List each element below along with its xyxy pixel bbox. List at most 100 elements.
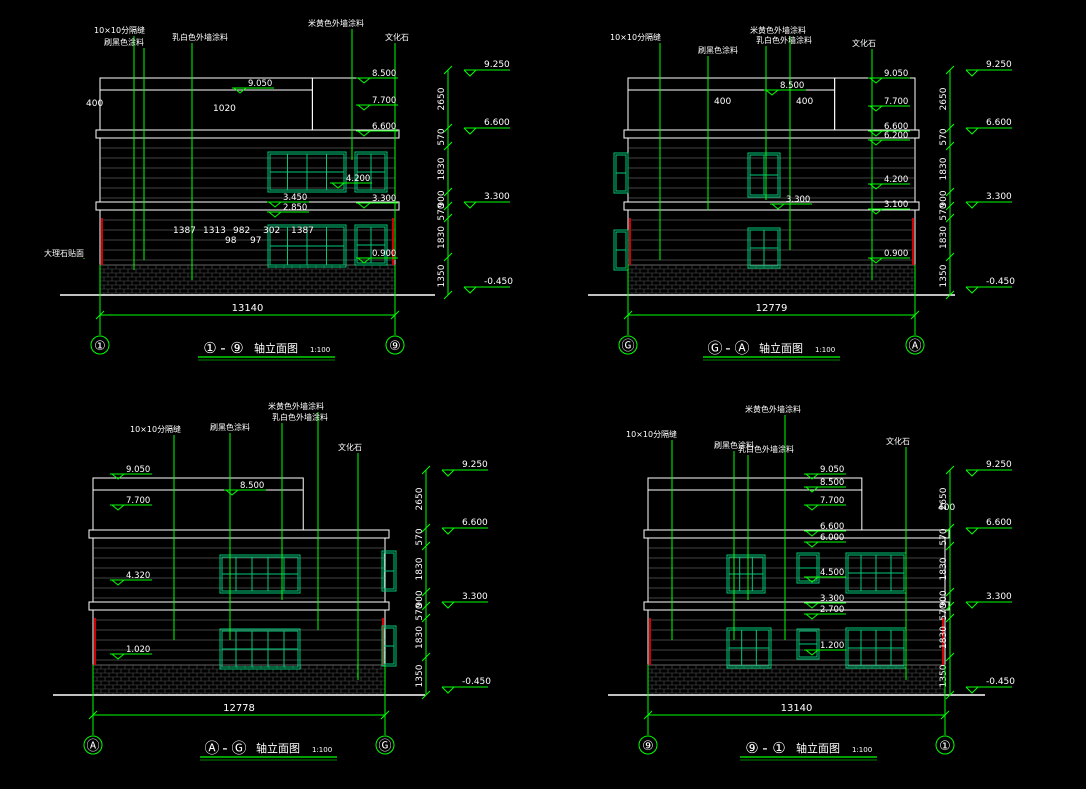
vertical-dimension: 1830	[939, 226, 949, 249]
level-triangle	[357, 77, 371, 84]
level-label: 9.050	[820, 465, 844, 475]
window	[726, 554, 766, 594]
dim-tick	[945, 601, 955, 611]
dim-tick	[443, 290, 453, 300]
window	[267, 224, 347, 268]
window-frame	[381, 550, 397, 592]
window	[354, 224, 388, 266]
window-frame	[219, 628, 301, 670]
vertical-dimension: 2650	[939, 487, 949, 510]
level-label: 3.300	[786, 195, 810, 205]
dim-tick	[443, 187, 453, 197]
dim-tick	[421, 652, 431, 662]
level-label: 3.300	[820, 594, 844, 604]
dim-tick	[945, 187, 955, 197]
material-note: 文化石	[852, 38, 876, 48]
level-triangle	[805, 613, 819, 620]
elevation-1-9: 10×10分隔缝刷黑色涂料乳白色外墙涂料米黄色外墙涂料文化石大理石贴面9.050…	[44, 18, 513, 361]
vertical-dimension: 900	[939, 190, 949, 207]
title-axis-left: ⑨	[745, 739, 758, 757]
level-triangle	[111, 653, 125, 660]
right-level-triangle	[965, 601, 979, 609]
window-frame	[796, 552, 820, 584]
small-dimension: 302	[263, 226, 280, 236]
window-frame	[354, 151, 388, 193]
right-level-triangle	[463, 286, 477, 294]
title-dash: -	[220, 339, 225, 357]
material-note: 10×10分隔缝	[130, 424, 181, 434]
dim-tick	[443, 141, 453, 151]
vertical-dimension: 1350	[415, 664, 425, 687]
level-label: 6.600	[820, 522, 844, 532]
axis-bubble	[83, 735, 103, 755]
level-triangle	[357, 130, 371, 137]
level-label: 6.000	[820, 533, 844, 543]
overall-width-dimension: 12779	[756, 303, 788, 314]
axis-label: ⑨	[642, 739, 654, 754]
vertical-dimension: 900	[939, 590, 949, 607]
small-dimension: 1387	[173, 226, 196, 236]
small-dimension: 1387	[291, 226, 314, 236]
title-axis-left: Ⓖ	[707, 339, 722, 357]
level-label: 9.050	[884, 69, 908, 79]
level-label: 8.500	[780, 81, 804, 91]
small-dimension: 400	[86, 99, 103, 109]
axis-label: Ⓐ	[908, 339, 921, 354]
right-level-label: 9.250	[986, 60, 1012, 70]
right-level-label: 6.600	[484, 118, 510, 128]
material-note: 米黄色外墙涂料	[268, 401, 324, 411]
material-note: 10×10分隔缝	[94, 25, 145, 35]
material-note: 刷黑色涂料	[210, 422, 250, 432]
window-frame	[747, 152, 781, 198]
small-dimension: 400	[714, 97, 731, 107]
right-level-label: 9.250	[484, 60, 510, 70]
right-level-triangle	[965, 286, 979, 294]
right-level-label: 3.300	[462, 592, 488, 602]
right-level-triangle	[441, 686, 455, 694]
level-triangle	[805, 530, 819, 537]
vertical-dimension: 2650	[437, 87, 447, 110]
level-label: 0.900	[884, 249, 908, 259]
vertical-dimension: 570	[437, 203, 447, 220]
level-label: 6.200	[884, 131, 908, 141]
material-note: 大理石贴面	[44, 248, 84, 258]
dim-tick	[421, 465, 431, 475]
dim-tick	[945, 613, 955, 623]
level-label: 8.500	[820, 478, 844, 488]
axis-label: Ⓖ	[621, 339, 634, 354]
vertical-dimension: 1830	[437, 157, 447, 180]
window-frame	[726, 554, 766, 594]
level-triangle	[805, 473, 819, 480]
axis-label: Ⓖ	[378, 739, 391, 754]
right-level-triangle	[463, 201, 477, 209]
window-frame	[354, 224, 388, 266]
small-dimension: 1313	[203, 226, 226, 236]
elevation-G-A: 10×10分隔缝刷黑色涂料米黄色外墙涂料乳白色外墙涂料文化石9.0508.500…	[588, 25, 1015, 361]
right-level-label: 6.600	[986, 518, 1012, 528]
level-triangle	[331, 182, 345, 189]
material-note: 米黄色外墙涂料	[750, 25, 806, 35]
right-level-label: -0.450	[986, 277, 1015, 287]
material-note: 文化石	[886, 436, 910, 446]
level-triangle	[357, 202, 371, 209]
overall-width-dimension: 12778	[223, 703, 255, 714]
vertical-dimension: 2650	[415, 487, 425, 510]
dim-tick	[945, 123, 955, 133]
window-frame	[267, 151, 347, 193]
axis-bubble	[638, 735, 658, 755]
right-level-triangle	[965, 127, 979, 135]
right-level-label: -0.450	[462, 677, 491, 687]
right-level-label: -0.450	[484, 277, 513, 287]
material-note: 乳白色外墙涂料	[738, 444, 794, 454]
window	[796, 552, 820, 584]
small-dimension: 400	[938, 503, 955, 513]
level-triangle	[111, 579, 125, 586]
vertical-dimension: 2650	[939, 87, 949, 110]
level-triangle	[869, 77, 883, 84]
view-title: 轴立面图	[254, 341, 298, 355]
level-label: 4.200	[346, 174, 370, 184]
dim-tick	[421, 587, 431, 597]
window	[267, 151, 347, 193]
axis-label: ⑨	[389, 339, 401, 354]
